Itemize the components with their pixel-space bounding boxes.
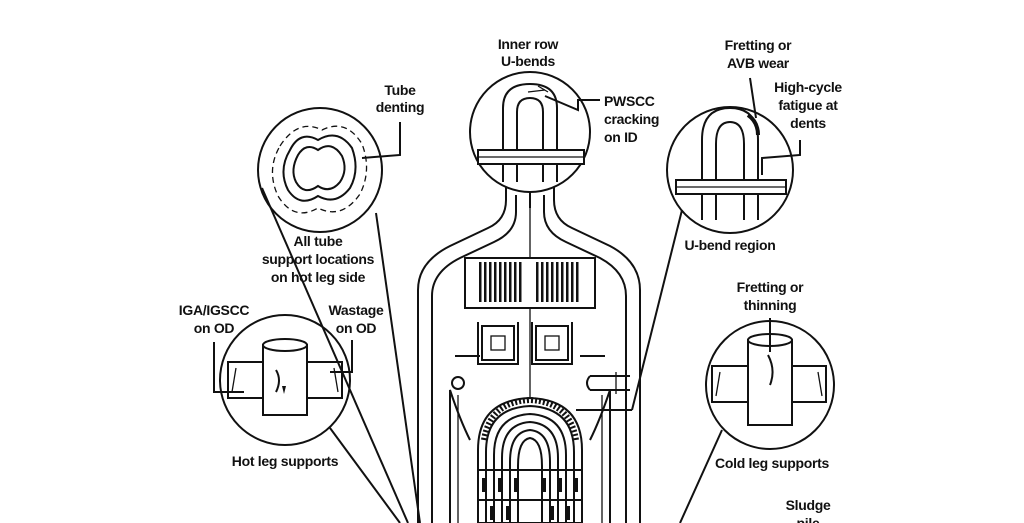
label-inner-row-2: U-bends <box>501 53 555 69</box>
callout-inner-row-ubends <box>469 71 591 193</box>
fretting-avb-leader <box>749 77 757 119</box>
label-inner-row-1: Inner row <box>498 36 559 52</box>
label-sludge-2: pile <box>797 515 820 523</box>
wrapper-lines <box>457 395 603 523</box>
label-fretting-avb-2: AVB wear <box>727 55 790 71</box>
label-pwscc-3: on ID <box>604 129 638 145</box>
cyclone-separator-left <box>481 325 515 361</box>
label-fretting-thin-2: thinning <box>744 297 797 313</box>
tube-bundle <box>477 396 583 523</box>
label-tube-denting-2: denting <box>376 99 424 115</box>
label-high-cycle-3: dents <box>790 115 826 131</box>
labels: Inner row U-bends PWSCC cracking on ID T… <box>179 36 843 523</box>
cyclone-core-left <box>490 335 506 351</box>
label-fretting-thin-1: Fretting or <box>737 279 805 295</box>
label-sludge-1: Sludge <box>786 497 831 513</box>
label-iga-2: on OD <box>194 320 235 336</box>
label-fretting-avb-1: Fretting or <box>725 37 793 53</box>
label-hot-leg: Hot leg supports <box>232 453 339 469</box>
label-all-tube-1: All tube <box>294 233 343 249</box>
label-pwscc-1: PWSCC <box>604 93 655 109</box>
label-all-tube-2: support locations <box>262 251 375 267</box>
vessel-outer-shell <box>417 180 641 523</box>
connector-lines <box>261 187 723 523</box>
label-high-cycle-2: fatigue at <box>778 97 838 113</box>
cyclone-core-right <box>544 335 560 351</box>
label-wastage-1: Wastage <box>329 302 384 318</box>
feedwater-nozzle-right <box>586 375 630 391</box>
cyclone-bracket-left <box>477 322 519 365</box>
tube-denting-leader <box>361 122 401 159</box>
feedwater-nozzle-left <box>451 376 465 390</box>
label-ubend-region: U-bend region <box>685 237 776 253</box>
label-cold-leg: Cold leg supports <box>715 455 829 471</box>
iga-leader <box>213 342 244 393</box>
label-iga-1: IGA/IGSCC <box>179 302 250 318</box>
wastage-leader <box>330 340 353 373</box>
callout-hot-leg-supports <box>219 314 351 446</box>
steam-generator-vessel <box>417 180 641 523</box>
label-tube-denting-1: Tube <box>384 82 416 98</box>
separator-vanes-right <box>536 262 579 302</box>
cyclone-bracket-right <box>531 322 573 365</box>
label-high-cycle-1: High-cycle <box>774 79 842 95</box>
label-all-tube-3: on hot leg side <box>271 269 366 285</box>
callout-ubend-region <box>666 106 794 234</box>
pwscc-leader <box>544 95 600 112</box>
high-cycle-leader <box>761 140 801 175</box>
separator-vanes-left <box>479 262 522 302</box>
cyclone-separator-right <box>535 325 569 361</box>
vessel-inner-wall <box>431 195 627 523</box>
label-wastage-2: on OD <box>336 320 377 336</box>
callout-tube-denting <box>257 107 383 233</box>
label-pwscc-2: cracking <box>604 111 659 127</box>
